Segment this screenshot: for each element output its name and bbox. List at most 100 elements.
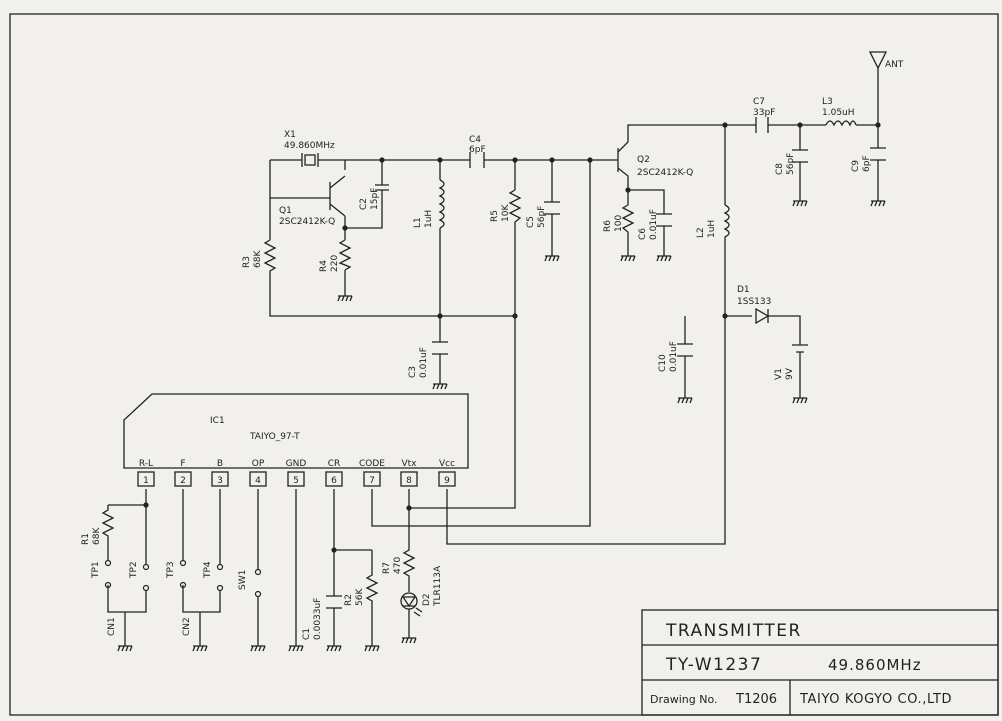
capacitor-c4 <box>469 152 485 168</box>
ic1-pin-box <box>400 471 418 487</box>
component-labels: X1 49.860MHz Q1 2SC2412K-Q Q2 2SC2412K-Q… <box>210 60 904 442</box>
c2-ref: C2 <box>359 198 369 210</box>
ic1-pin-number: 6 <box>331 476 337 486</box>
wiring <box>269 68 879 545</box>
l2-ref: L2 <box>696 227 706 238</box>
ic1-pin-number: 7 <box>369 476 375 486</box>
title-block-model: TY-W1237 <box>665 655 762 675</box>
cn2-label: CN2 <box>182 617 192 636</box>
sw1-label: SW1 <box>238 570 248 590</box>
c1-value: 0.0033uF <box>313 598 323 640</box>
diode-d1 <box>755 307 770 325</box>
crystal-x1 <box>301 153 319 167</box>
r5-value: 10K <box>501 204 511 222</box>
switch-contacts <box>104 559 262 598</box>
l1-ref: L1 <box>413 217 423 228</box>
antenna-symbol <box>868 51 888 70</box>
capacitor-c10 <box>677 343 693 357</box>
q2-ref: Q2 <box>637 155 650 165</box>
ic1-pin-name: F <box>180 459 185 469</box>
tp3-label: TP3 <box>166 561 176 579</box>
capacitor-c8 <box>792 149 808 163</box>
inductor-l1 <box>438 179 445 229</box>
c6-ref: C6 <box>638 228 648 240</box>
q2-value: 2SC2412K-Q <box>637 168 693 178</box>
title-block-drawing-no: T1206 <box>735 692 777 707</box>
c9-ref: C9 <box>851 160 861 172</box>
x1-ref: X1 <box>284 130 296 140</box>
ic1-pin-name: R-L <box>139 459 153 469</box>
inductor-l2 <box>723 204 730 238</box>
resistor-r1 <box>101 504 146 546</box>
q1-ref: Q1 <box>279 206 292 216</box>
lower-wiring <box>107 489 410 640</box>
ic1-pin-name: B <box>217 459 223 469</box>
ic1-pin-box <box>137 471 155 487</box>
tp4-label: TP4 <box>203 561 213 579</box>
capacitor-c9 <box>870 147 886 161</box>
x1-value: 49.860MHz <box>284 141 335 151</box>
resistor-r4 <box>338 239 352 271</box>
ic1-pin-name: Vtx <box>401 459 417 469</box>
ic1-ref: IC1 <box>210 416 225 426</box>
c8-ref: C8 <box>775 163 785 175</box>
r1-ref: R1 <box>81 533 91 545</box>
d1-ref: D1 <box>737 285 750 295</box>
l3-ref: L3 <box>822 97 833 107</box>
d2-ref: D2 <box>422 593 432 606</box>
title-block-drawing-label: Drawing No. <box>650 693 718 706</box>
battery-v1 <box>792 344 808 360</box>
r5-ref: R5 <box>490 210 500 222</box>
ic1-pin-box <box>438 471 456 487</box>
resistor-r7 <box>402 508 416 592</box>
ic1-pin-box <box>363 471 381 487</box>
c10-ref: C10 <box>658 354 668 372</box>
d2-value: TLR113A <box>433 565 443 607</box>
ic1-pin-box <box>325 471 343 487</box>
r3-ref: R3 <box>242 256 252 268</box>
tp1-label: TP1 <box>91 561 101 579</box>
c10-value: 0.01uF <box>669 341 679 372</box>
l1-value: 1uH <box>424 210 434 228</box>
c2-value: 15pF <box>370 188 380 210</box>
ic1-pin-number: 5 <box>293 476 299 486</box>
r7-ref: R7 <box>382 562 392 574</box>
led-d2 <box>400 592 423 632</box>
c5-ref: C5 <box>526 216 536 228</box>
ic1-pin-name: OP <box>252 459 265 469</box>
l3-value: 1.05uH <box>822 108 855 118</box>
ic1-pin-name: CODE <box>359 459 385 469</box>
capacitor-c5 <box>544 201 560 215</box>
ic1-pin-number: 1 <box>143 476 149 486</box>
c4-value: 6pF <box>469 145 486 155</box>
resistor-r3 <box>263 239 277 275</box>
l2-value: 1uH <box>707 220 717 238</box>
capacitor-c1 <box>326 595 342 609</box>
r7-value: 470 <box>393 557 403 574</box>
r4-value: 220 <box>330 255 340 272</box>
ic1-pin-box <box>249 471 267 487</box>
ic1-pin-name: CR <box>328 459 341 469</box>
q1-value: 2SC2412K-Q <box>279 217 335 227</box>
r2-ref: R2 <box>344 594 354 606</box>
ic1-pin-box <box>287 471 305 487</box>
inductor-l3 <box>825 120 857 127</box>
ic1-pin-number: 9 <box>444 476 450 486</box>
c6-value: 0.01uF <box>649 209 659 240</box>
ic1-value: TAIYO_97-T <box>249 432 300 442</box>
capacitor-c3 <box>432 341 448 355</box>
resistor-r6 <box>621 204 635 233</box>
junctions <box>143 122 881 553</box>
title-block-company: TAIYO KOGYO CO.,LTD <box>799 692 952 707</box>
c7-ref: C7 <box>753 97 765 107</box>
r3-value: 68K <box>253 250 263 268</box>
c3-value: 0.01uF <box>419 347 429 378</box>
sheet-border <box>9 13 999 716</box>
ic1-pin-box <box>174 471 192 487</box>
capacitor-c6 <box>656 213 672 227</box>
r4-ref: R4 <box>319 260 329 272</box>
rotated-labels: C2 15pF R3 68K R4 220 L1 1uH R5 10K C5 5… <box>81 153 872 640</box>
title-block: TRANSMITTER TY-W1237 49.860MHz Drawing N… <box>641 609 999 716</box>
